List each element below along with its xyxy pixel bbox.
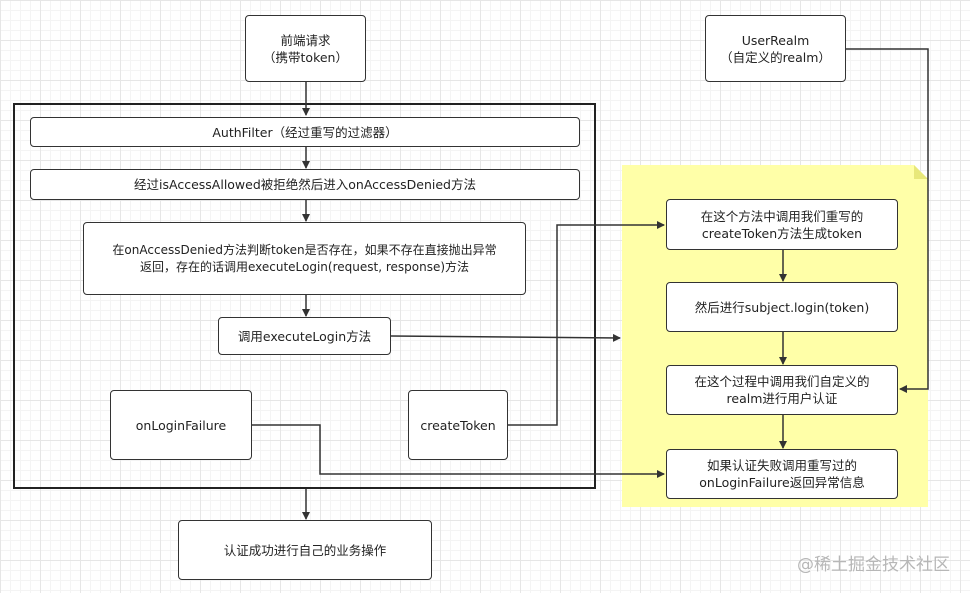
filter-frame [13,103,596,489]
failure-return-label: 如果认证失败调用重写过的 onLoginFailure返回异常信息 [699,458,865,490]
call-create-token-box: 在这个方法中调用我们重写的 createToken方法生成token [666,199,898,250]
subject-login-box: 然后进行subject.login(token) [666,282,898,332]
frontend-request-label: 前端请求 （携带token） [263,32,348,65]
subject-login-label: 然后进行subject.login(token) [694,299,870,315]
access-denied-label: 经过isAccessAllowed被拒绝然后进入onAccessDenied方法 [134,177,476,192]
user-realm-label: UserRealm （自定义的realm） [720,32,831,65]
success-box: 认证成功进行自己的业务操作 [178,520,432,580]
on-login-failure-box: onLoginFailure [110,390,252,460]
access-denied-box: 经过isAccessAllowed被拒绝然后进入onAccessDenied方法 [30,169,580,200]
auth-filter-label: AuthFilter（经过重写的过滤器） [212,124,398,140]
auth-filter-box: AuthFilter（经过重写的过滤器） [30,117,580,147]
check-token-label: 在onAccessDenied方法判断token是否存在，如果不存在直接抛出异常… [112,242,497,274]
realm-auth-box: 在这个过程中调用我们自定义的 realm进行用户认证 [666,365,898,415]
success-label: 认证成功进行自己的业务操作 [223,542,387,558]
failure-return-box: 如果认证失败调用重写过的 onLoginFailure返回异常信息 [666,449,898,499]
frontend-request-box: 前端请求 （携带token） [245,15,366,82]
watermark: @稀土掘金技术社区 [797,555,950,575]
call-create-token-label: 在这个方法中调用我们重写的 createToken方法生成token [700,208,864,241]
create-token-label: createToken [420,417,496,433]
call-execute-login-box: 调用executeLogin方法 [218,317,391,355]
create-token-box: createToken [408,390,508,460]
note-fold [914,165,928,179]
on-login-failure-label: onLoginFailure [135,417,227,433]
call-execute-login-label: 调用executeLogin方法 [237,328,372,344]
check-token-box: 在onAccessDenied方法判断token是否存在，如果不存在直接抛出异常… [83,222,526,295]
realm-auth-label: 在这个过程中调用我们自定义的 realm进行用户认证 [694,374,870,406]
user-realm-box: UserRealm （自定义的realm） [705,15,846,82]
